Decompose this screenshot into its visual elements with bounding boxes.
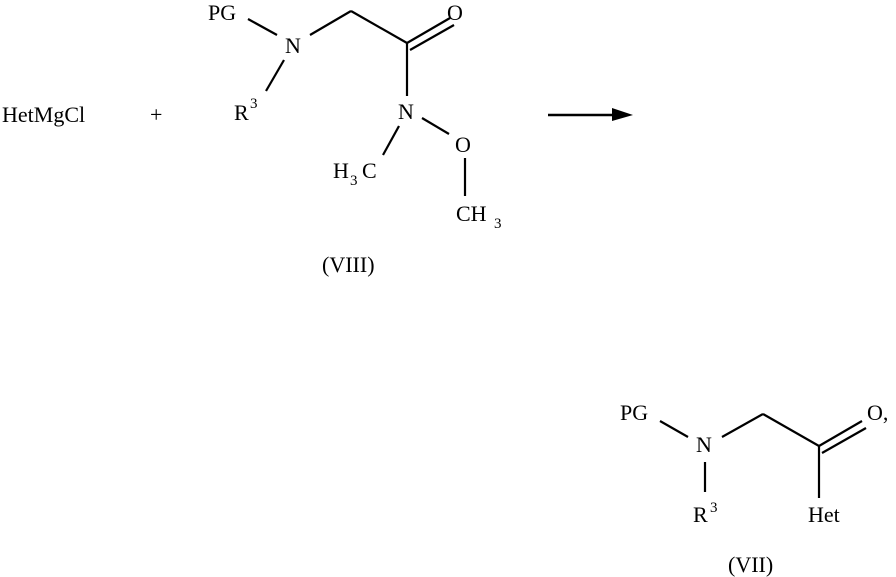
bond-pg-n	[247, 18, 278, 36]
bond-n-r	[265, 59, 285, 92]
bond-c-o-double-2	[409, 24, 455, 51]
atom-o-carbonyl: O	[447, 0, 463, 25]
plus-sign: +	[150, 102, 162, 127]
atom-ch3-ch: CH	[456, 201, 487, 226]
bond-c-o-double-1	[406, 17, 451, 44]
atom-o-carbonyl: O,	[867, 400, 888, 425]
reactant-structure-viii: PG N R 3 O N O H 3 C CH 3 (VIII)	[208, 0, 502, 277]
label-vii: (VII)	[728, 552, 773, 577]
bond-n-ch2	[309, 10, 352, 36]
atom-o-methoxy: O	[455, 132, 471, 157]
atom-r-superscript: 3	[710, 500, 718, 516]
atom-h3c-h: H	[333, 158, 349, 183]
bond-n-ch2	[721, 413, 764, 438]
atom-n-amine: N	[696, 432, 712, 457]
atom-h3c-subscript: 3	[350, 173, 358, 189]
bond-c-o-double-2	[821, 427, 867, 454]
label-viii: (VIII)	[322, 252, 375, 277]
bond-c-o-double-1	[818, 420, 863, 447]
atom-r: R	[693, 502, 708, 527]
atom-r-superscript: 3	[250, 96, 258, 112]
bond-ch2-c	[762, 413, 820, 447]
bond-n-o	[421, 117, 450, 135]
atom-pg: PG	[208, 0, 236, 25]
atom-h3c-c: C	[362, 158, 377, 183]
reaction-arrow	[548, 108, 633, 121]
atom-ch3-subscript: 3	[494, 216, 502, 232]
atom-r: R	[234, 100, 249, 125]
product-structure-vii: PG N R 3 O, Het (VII)	[620, 400, 888, 577]
atom-het: Het	[808, 502, 840, 527]
bond-pg-n	[659, 420, 689, 438]
bond-ch2-c	[350, 10, 408, 44]
atom-pg: PG	[620, 400, 648, 425]
atom-n-amide: N	[398, 99, 414, 124]
reagent-hetmgcl: HetMgCl	[2, 102, 85, 127]
atom-n-amine: N	[285, 33, 301, 58]
bond-n-ch3	[382, 125, 400, 156]
